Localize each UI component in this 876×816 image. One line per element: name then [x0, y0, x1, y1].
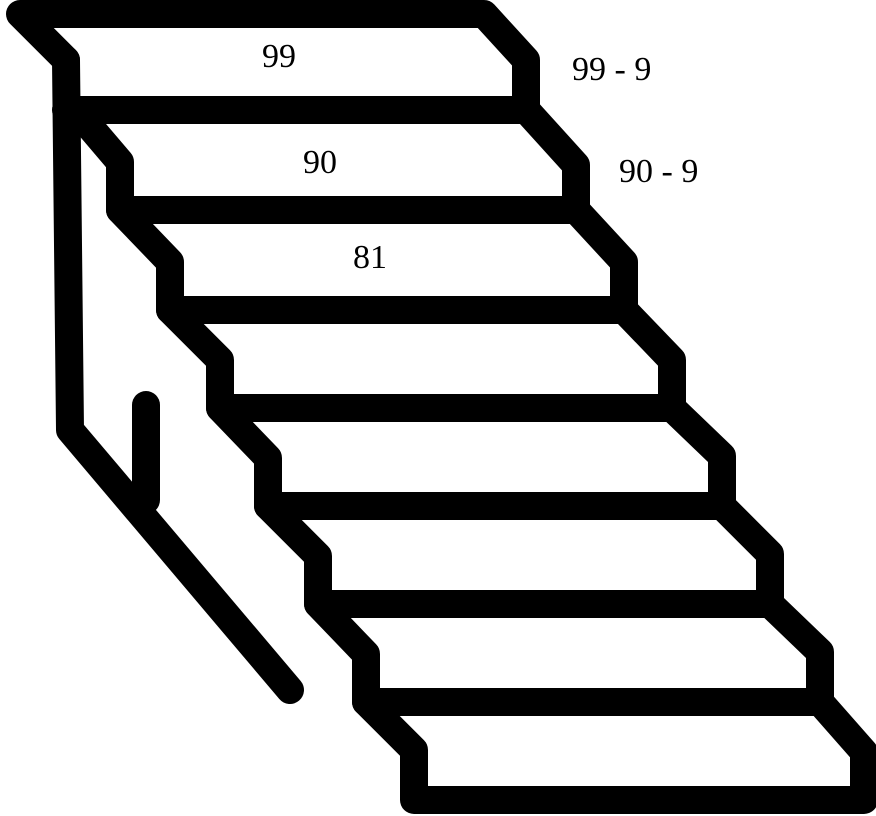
- side-label-1: 99 - 9: [572, 51, 651, 88]
- stair-step-4: [220, 408, 722, 506]
- side-label-2: 90 - 9: [619, 153, 698, 190]
- stair-step-7: [366, 702, 864, 800]
- stair-step-3: [170, 310, 672, 408]
- step-label-1: 99: [262, 38, 296, 75]
- step-label-3: 81: [353, 239, 387, 276]
- step-label-2: 90: [303, 144, 337, 181]
- stair-step-6: [318, 604, 820, 702]
- step-labels: 99 90 81: [262, 38, 387, 276]
- stair-step-5: [268, 506, 770, 604]
- side-labels: 99 - 9 90 - 9: [572, 51, 698, 190]
